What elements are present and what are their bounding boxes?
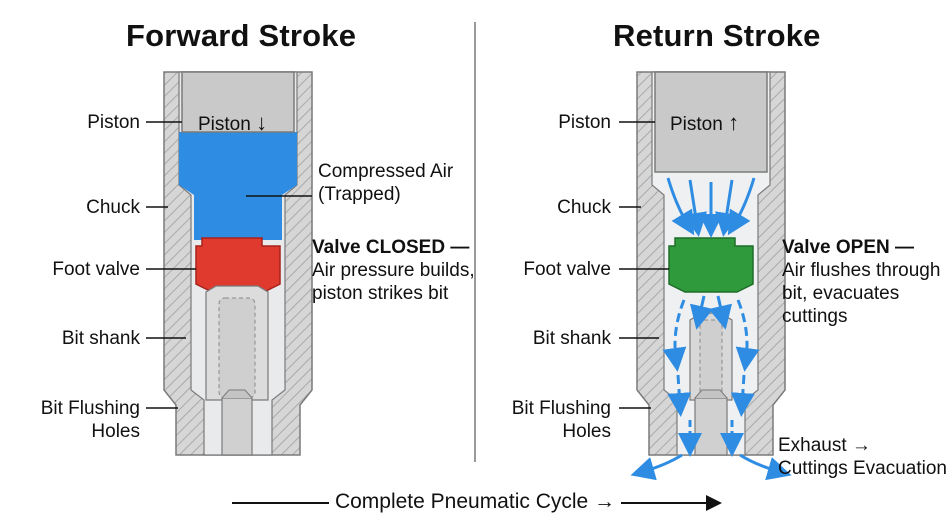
forward-trapped-label: (Trapped) [318,184,401,205]
return-stroke-drawing [619,71,792,481]
return-foot-valve [668,237,754,293]
center-divider [474,22,476,462]
forward-foot-valve [195,237,281,293]
return-label-foot-valve: Foot valve [523,259,611,280]
forward-stroke-drawing [146,71,313,456]
forward-label-foot-valve: Foot valve [52,259,140,280]
return-flow-arrows [630,177,792,481]
return-valve-desc-2: bit, evacuates [782,283,900,304]
return-valve-title: Valve OPEN — [782,237,915,258]
return-cuttings-evacuation-label: Cuttings Evacuation [778,458,947,479]
return-flushing-hole [694,397,728,456]
down-arrow-icon: ↓ [256,110,268,135]
return-label-piston: Piston [558,112,611,133]
complete-cycle-text: Complete Pneumatic Cycle → [328,490,622,513]
forward-label-piston: Piston [87,112,140,133]
return-piston-text: Piston ↑ [670,111,739,136]
forward-label-chuck: Chuck [86,197,140,218]
return-label-bit-flushing: Bit Flushing [511,398,611,419]
forward-valve-title: Valve CLOSED — [312,237,470,258]
forward-label-holes: Holes [91,421,140,442]
return-exhaust-label: Exhaust → [778,435,871,456]
forward-valve-desc-2: piston strikes bit [312,283,449,304]
forward-piston [181,71,295,133]
forward-title: Forward Stroke [126,18,357,53]
forward-piston-text: Piston ↓ [198,111,267,136]
forward-piston-inner-label: Piston [198,114,251,135]
return-label-bit-shank: Bit shank [532,328,611,349]
return-label-holes: Holes [562,421,611,442]
forward-compressed-air [179,132,297,240]
return-piston-inner-label: Piston [670,114,723,135]
return-valve-desc-3: cuttings [782,306,848,327]
forward-label-bit-flushing: Bit Flushing [40,398,140,419]
forward-bit-inner [218,297,256,399]
forward-valve-desc-1: Air pressure builds, [312,260,475,281]
forward-label-bit-shank: Bit shank [61,328,140,349]
return-title: Return Stroke [613,18,821,53]
forward-flushing-hole [221,397,253,456]
return-label-chuck: Chuck [557,197,611,218]
return-valve-desc-1: Air flushes through [782,260,941,281]
up-arrow-icon: ↑ [728,110,740,135]
complete-cycle-label: Complete Pneumatic Cycle → [0,490,950,514]
forward-compressed-air-label: Compressed Air [318,161,454,182]
